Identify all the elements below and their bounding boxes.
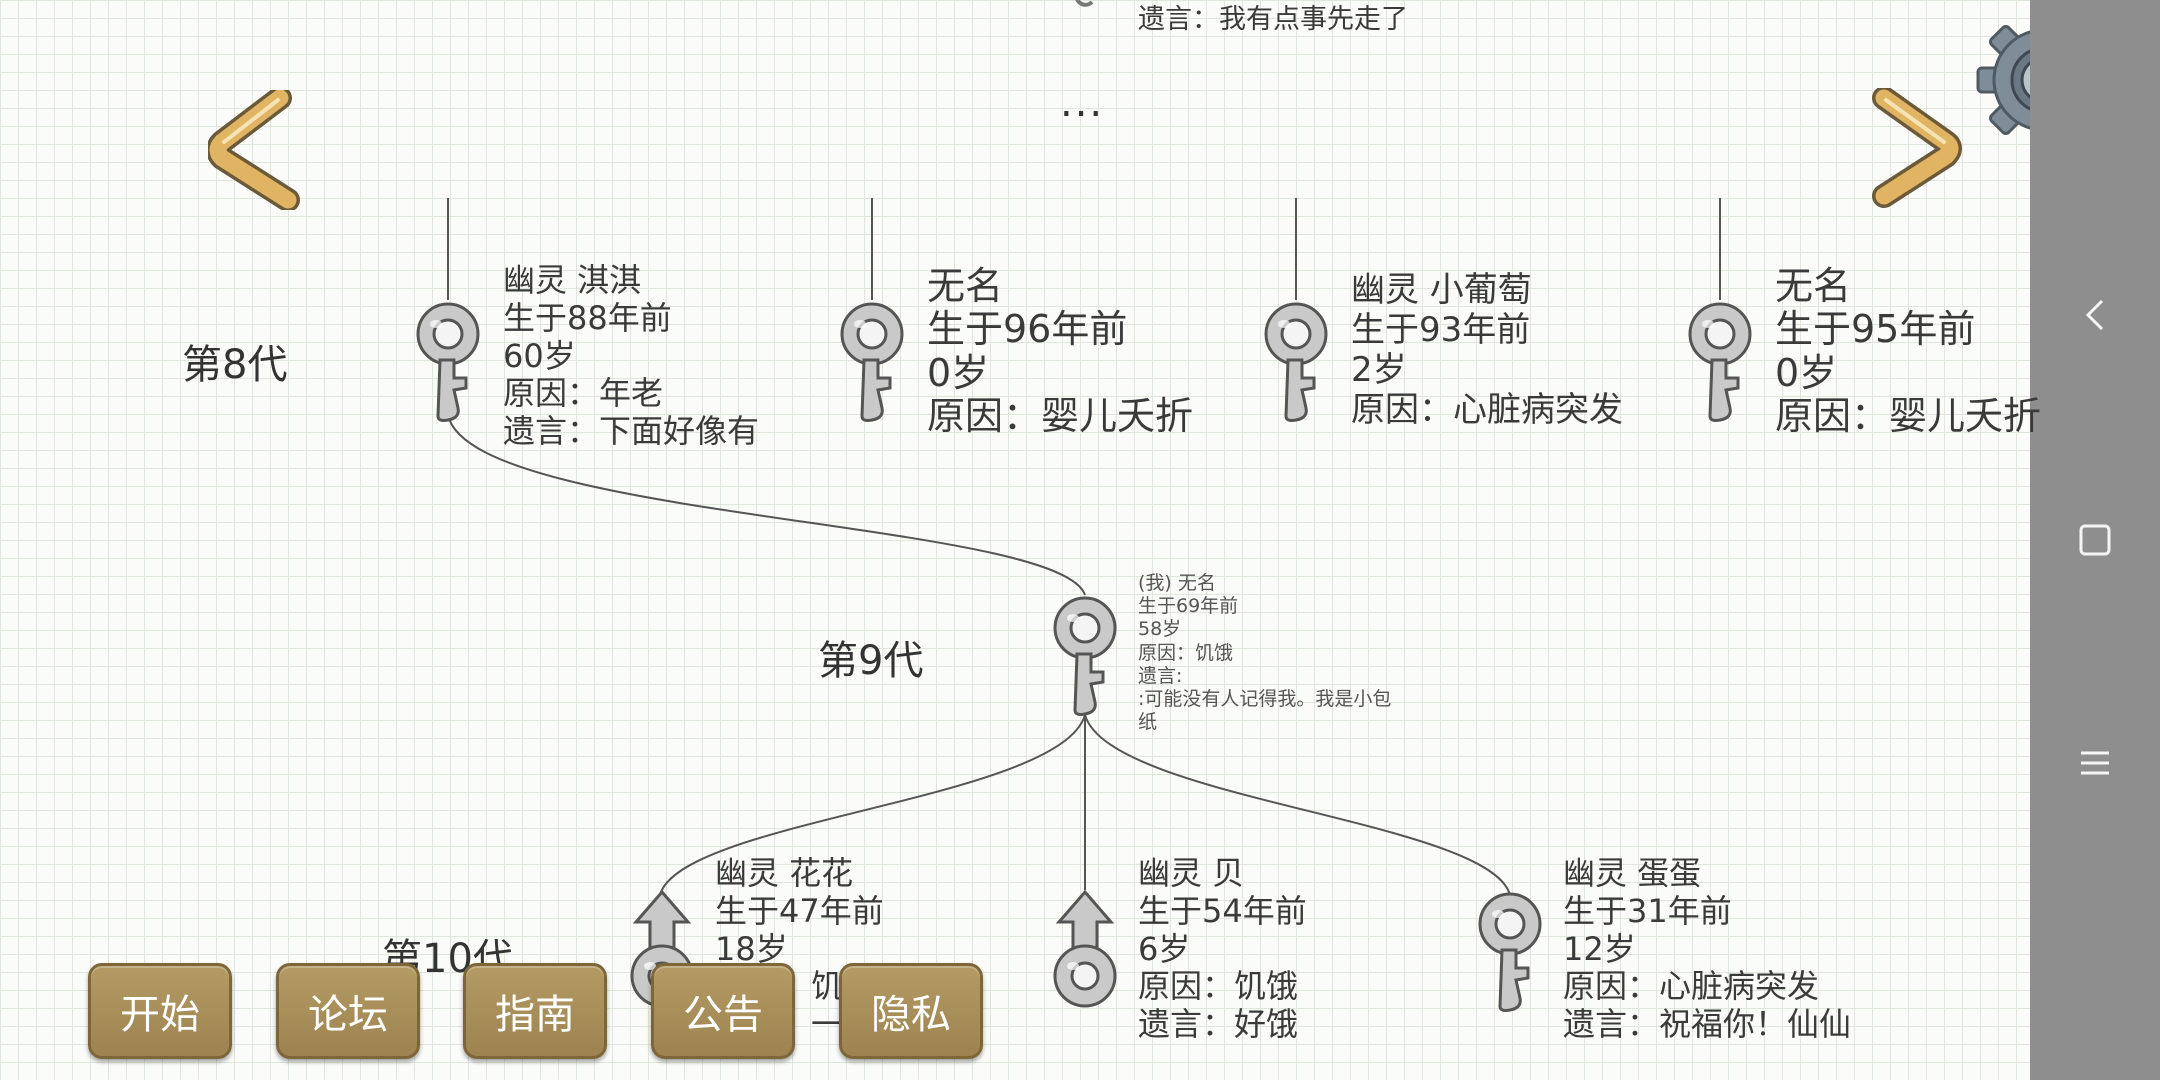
- system-home-button[interactable]: [2030, 495, 2160, 585]
- female-ghost-icon[interactable]: [1045, 592, 1125, 717]
- male-ghost-icon[interactable]: [1045, 888, 1125, 1013]
- ellipsis: ...: [1060, 80, 1105, 126]
- female-ghost-icon[interactable]: [832, 298, 912, 423]
- menu-lines-icon: [2081, 751, 2109, 775]
- female-ghost-icon[interactable]: [1680, 298, 1760, 423]
- privacy-button[interactable]: 隐私: [839, 963, 983, 1059]
- prev-arrow-button[interactable]: [208, 90, 308, 210]
- gen8-member-4-info: 无名 生于95年前 0岁 原因：婴儿夭折: [1775, 264, 2042, 438]
- gen10-member-2-info: 幽灵 贝 生于54年前 6岁 原因：饥饿 遗言：好饿: [1138, 854, 1307, 1043]
- gen9-self-info: (我) 无名 生于69年前 58岁 原因：饥饿 遗言: :可能没有人记得我。我是…: [1138, 572, 1392, 734]
- next-arrow-button[interactable]: [1862, 88, 1962, 208]
- start-button[interactable]: 开始: [88, 963, 232, 1059]
- guide-button[interactable]: 指南: [463, 963, 607, 1059]
- system-menu-button[interactable]: [2030, 718, 2160, 808]
- notice-button[interactable]: 公告: [651, 963, 795, 1059]
- gen10-member-3-info: 幽灵 蛋蛋 生于31年前 12岁 原因：心脏病突发 遗言：祝福你！仙仙: [1563, 854, 1852, 1043]
- forum-button[interactable]: 论坛: [276, 963, 420, 1059]
- system-nav-bar: [2030, 0, 2160, 1080]
- home-square-icon: [2079, 524, 2111, 556]
- gen8-member-3-info: 幽灵 小葡萄 生于93年前 2岁 原因：心脏病突发: [1351, 270, 1623, 431]
- female-ghost-icon[interactable]: [1470, 888, 1550, 1013]
- gen9-label: 第9代: [818, 638, 924, 684]
- female-ghost-icon[interactable]: [408, 298, 488, 423]
- system-back-button[interactable]: [2030, 270, 2160, 360]
- female-ghost-icon[interactable]: [1256, 298, 1336, 423]
- partial-ghost-icon: [1075, 0, 1094, 7]
- back-chevron-icon: [2085, 299, 2104, 331]
- gen8-member-1-info: 幽灵 淇淇 生于88年前 60岁 原因：年老 遗言：下面好像有: [503, 261, 760, 450]
- gen8-label: 第8代: [182, 342, 288, 388]
- top-partial-will: 遗言：我有点事先走了: [1138, 4, 1408, 35]
- gen8-member-2-info: 无名 生于96年前 0岁 原因：婴儿夭折: [927, 264, 1194, 438]
